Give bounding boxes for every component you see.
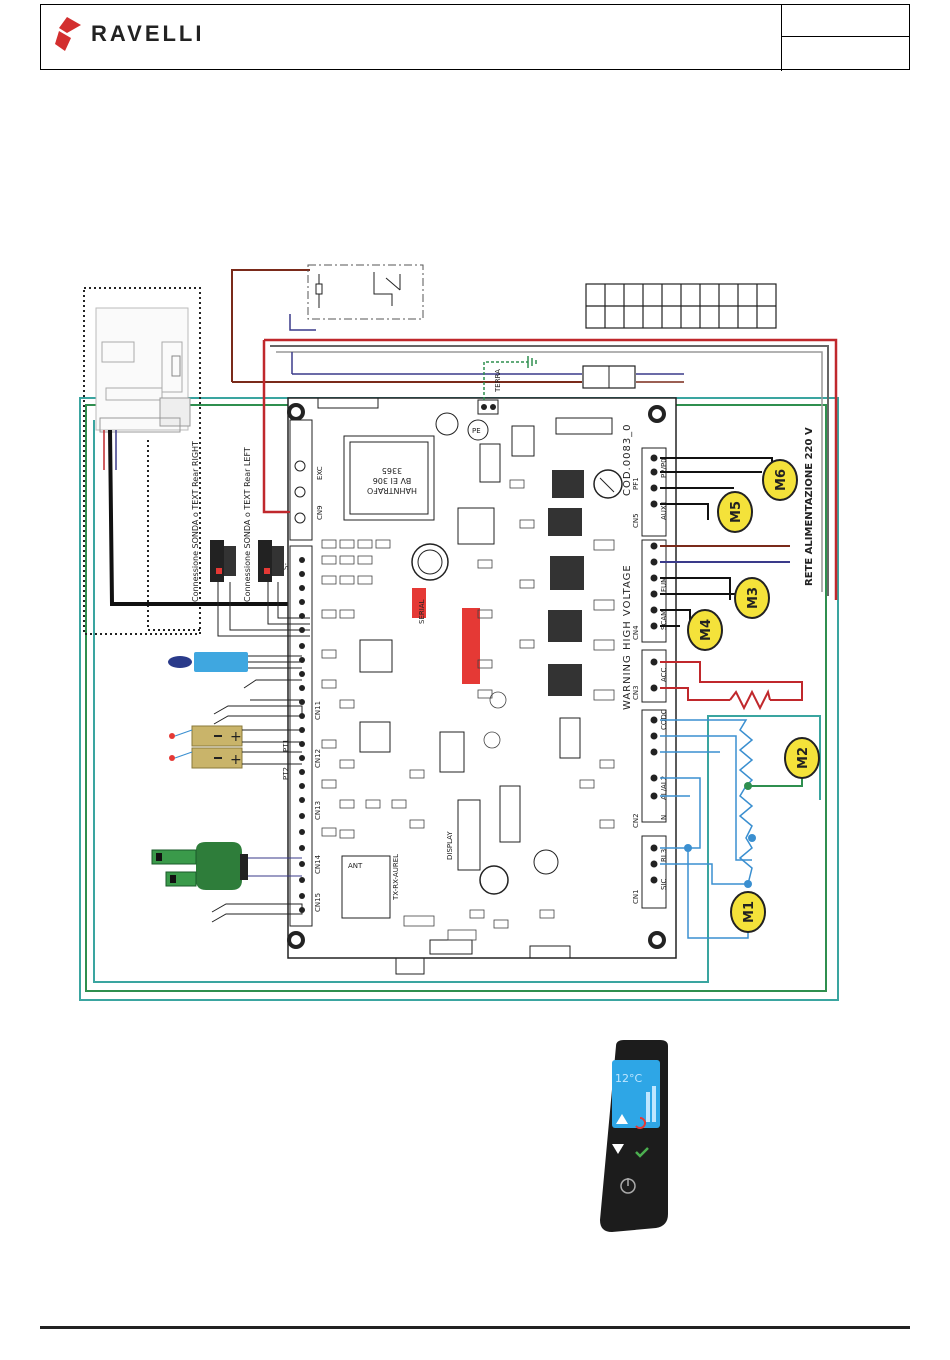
- conn-label-pt2: PT2: [282, 767, 290, 780]
- temperature-probe: [168, 652, 302, 701]
- remote-temperature: 12°C: [615, 1072, 642, 1085]
- motor-m5-label: M5: [729, 501, 744, 523]
- conn-label-pf1: PF1: [632, 477, 640, 490]
- conn-label-cn11: CN11: [314, 701, 322, 720]
- page-header: RAVELLI: [40, 4, 910, 71]
- motor-m4-label: M4: [699, 619, 714, 641]
- control-board: HAHNTRAFO BV EI 306 3365 PE TERRA: [282, 356, 677, 975]
- remote-ok-icon: [635, 1147, 649, 1158]
- conn-label-cn3: CN3: [632, 685, 640, 700]
- high-voltage-label: HIGH VOLTAGE: [622, 564, 633, 650]
- probe-label-right: Connessione SONDA o TEXT Rear RIGHT: [191, 441, 200, 602]
- conn-label-cn14: CN14: [314, 854, 322, 874]
- probe-connector-right: [210, 540, 310, 637]
- motor-m2-label: M2: [796, 747, 811, 769]
- transformer-line-2: BV EI 306: [373, 476, 411, 485]
- conn-label-cn15: CN15: [314, 893, 322, 912]
- battery-pair: + +: [169, 725, 302, 769]
- remote-down-arrow-icon: [612, 1144, 624, 1154]
- conn-label-p2p0: P2/P0: [660, 458, 668, 478]
- motor-m4: M4: [687, 609, 723, 651]
- remote-control: 12°C: [600, 1040, 668, 1232]
- motor-m1-label: M1: [742, 901, 757, 923]
- pe-label: PE: [472, 427, 481, 435]
- conn-label-acc: ACC: [660, 667, 668, 682]
- motor-m2: M2: [784, 737, 820, 779]
- conn-label-cn5: CN5: [632, 513, 640, 528]
- footer-rule: [40, 1326, 910, 1329]
- display-connector-label: DISPLAY: [446, 831, 454, 860]
- board-code-label: COD.0083_0: [622, 423, 633, 496]
- conn-label-rl3: RL3: [660, 849, 668, 862]
- motor-m6-label: M6: [774, 469, 789, 491]
- left-connectors: S- EXC CN9 PT1 PT2 CN14 CN15 CN13 CN11 C…: [282, 419, 324, 927]
- conn-label-cn9: CN9: [316, 505, 324, 520]
- fuse-holder: [582, 365, 636, 389]
- conn-label-s: S-: [282, 563, 290, 570]
- motor-m5: M5: [717, 491, 753, 533]
- thermostat-wire: [213, 705, 303, 725]
- display-module: [83, 287, 440, 635]
- earth-label: TERRA: [494, 369, 502, 393]
- motor-m3: M3: [734, 577, 770, 619]
- conn-label-cn2: CN2: [632, 813, 640, 828]
- conn-label-al: AL/AL2: [660, 776, 668, 800]
- conn-label-exc: EXC: [316, 466, 324, 480]
- probe-connector-left: [258, 511, 310, 625]
- conn-label-aux1: AUX1: [660, 501, 668, 520]
- right-connectors: PF1 P2/P0 AUX1 CN5 FUM SCAM CN4 ACC CN3 …: [632, 447, 668, 909]
- remote-back-icon: [635, 1117, 646, 1129]
- motor-m3-label: M3: [746, 587, 761, 609]
- pressure-switch: [151, 842, 302, 890]
- serial-label: SERIAL: [418, 599, 426, 624]
- motor-m1: M1: [730, 891, 766, 933]
- conn-label-cn13: CN13: [314, 801, 322, 820]
- antenna-label: ANT: [348, 862, 363, 870]
- conn-label-cn4: CN4: [632, 625, 640, 640]
- junction-dot: [744, 880, 752, 888]
- ravelli-logo-icon: [55, 17, 81, 51]
- conn-label-pt1: PT1: [282, 739, 290, 752]
- conn-label-n: N: [660, 815, 668, 820]
- brand-logo: RAVELLI: [55, 17, 204, 51]
- header-info-box: [781, 5, 909, 71]
- transformer-line-1: HAHNTRAFO: [367, 486, 417, 495]
- svg-text:+: +: [230, 752, 242, 768]
- transformer-line-3: 3365: [382, 466, 402, 475]
- legend-grid: [585, 283, 777, 329]
- motor-m6: M6: [762, 459, 798, 501]
- conn-label-sic: SIC: [660, 878, 668, 890]
- junction-dot: [748, 834, 756, 842]
- probe-label-left: Connessione SONDA o TEXT Rear LEFT: [243, 447, 252, 602]
- conn-label-cn12: CN12: [314, 749, 322, 768]
- mains-supply-label: RETE ALIMENTAZIONE 220 V: [804, 427, 815, 586]
- aux-wire-bottom-left: [211, 903, 303, 923]
- junction-dot: [684, 844, 692, 852]
- rf-module-label: TX-RX-AUREL: [392, 854, 400, 901]
- svg-text:+: +: [230, 729, 242, 745]
- conn-label-fum: FUM: [660, 577, 668, 592]
- motor-wiring: [660, 457, 803, 711]
- remote-up-arrow-icon: [616, 1114, 628, 1124]
- blue-wiring: [660, 719, 754, 939]
- conn-label-scam: SCAM: [660, 610, 668, 630]
- brand-name: RAVELLI: [91, 21, 205, 46]
- relay-box: [307, 264, 424, 320]
- warning-label: WARNING: [622, 654, 633, 710]
- conn-label-cn1: CN1: [632, 889, 640, 904]
